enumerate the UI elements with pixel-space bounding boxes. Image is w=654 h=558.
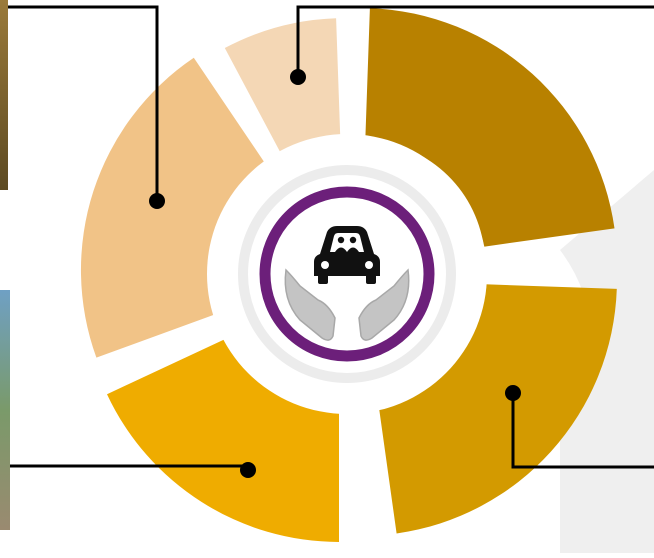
- background-photo-bottom-strip: [0, 290, 10, 530]
- background-photo-top-strip: [0, 0, 8, 190]
- leader-dot-bottom-right: [505, 385, 521, 401]
- leader-dot-top: [290, 69, 306, 85]
- leader-dot-left: [149, 193, 165, 209]
- leader-dot-bottom-left: [240, 462, 256, 478]
